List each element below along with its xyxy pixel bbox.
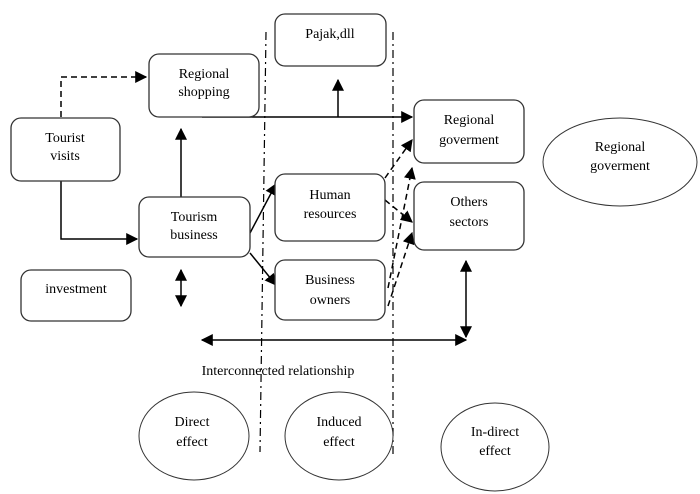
node-label: business xyxy=(170,228,217,243)
effect-label: Direct xyxy=(175,415,210,430)
node-human-resources: Human resources xyxy=(274,173,386,242)
node-regional-government-box: Regional goverment xyxy=(413,99,525,164)
node-label: Regional xyxy=(444,113,495,128)
node-label: Regional xyxy=(179,67,230,82)
node-label: investment xyxy=(45,282,107,297)
edge-tourist-to-shopping xyxy=(60,71,148,117)
node-label: owners xyxy=(310,293,350,308)
node-label: goverment xyxy=(439,133,499,148)
edge-owners-to-government xyxy=(387,166,416,289)
node-label: goverment xyxy=(590,159,650,174)
node-regional-shopping: Regional shopping xyxy=(148,53,260,118)
node-label: Pajak,dll xyxy=(305,27,354,42)
node-pajak: Pajak,dll xyxy=(274,13,387,67)
effect-label: Induced xyxy=(316,415,361,430)
edge-human-to-government xyxy=(384,139,413,179)
node-label: sectors xyxy=(450,215,489,230)
node-business-owners: Business owners xyxy=(274,259,386,321)
edge-business-to-human xyxy=(249,182,277,234)
node-label: visits xyxy=(50,149,80,164)
edge-tourist-to-business xyxy=(60,180,139,245)
effect-label: effect xyxy=(323,435,355,450)
edge-business-to-owners xyxy=(249,252,277,286)
node-tourism-business: Tourism business xyxy=(138,196,251,258)
node-investment: investment xyxy=(20,269,132,322)
edge-human-to-others xyxy=(384,199,413,223)
effect-label: In-direct xyxy=(471,425,519,440)
node-others-sectors: Others sectors xyxy=(413,181,525,251)
separator-direct-induced xyxy=(259,31,267,453)
node-label: shopping xyxy=(178,85,229,100)
node-label: Human xyxy=(309,188,350,203)
effect-induced: Induced effect xyxy=(284,391,394,481)
node-tourist-visits: Tourist visits xyxy=(10,117,121,182)
effect-direct: Direct effect xyxy=(138,391,250,481)
effect-label: effect xyxy=(479,444,511,459)
node-label: Business xyxy=(305,273,355,288)
node-label: Others xyxy=(450,195,487,210)
effect-indirect: In-direct effect xyxy=(440,402,550,492)
edge-owners-to-others xyxy=(387,231,415,307)
node-regional-government-ellipse: Regional goverment xyxy=(542,117,698,207)
node-label: Tourist xyxy=(45,131,85,146)
node-label: resources xyxy=(304,207,357,222)
node-label: Regional xyxy=(595,140,646,155)
interconnected-relationship-label: Interconnected relationship xyxy=(202,364,355,379)
effect-label: effect xyxy=(176,435,208,450)
node-label: Tourism xyxy=(171,210,218,225)
